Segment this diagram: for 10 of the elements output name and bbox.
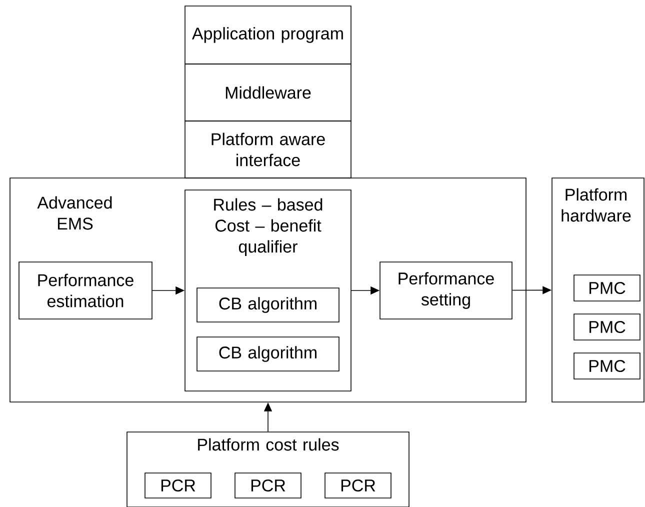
layer-box: Application program <box>184 6 352 64</box>
algorithm-box: CB algorithm <box>196 288 340 322</box>
algorithm-box: CB algorithm <box>196 336 340 372</box>
counter-box: PMC <box>574 352 640 380</box>
layer-box: Middleware <box>184 64 352 122</box>
counter-box: PMC <box>574 314 640 340</box>
layer-box: Platform aware interface <box>184 120 352 178</box>
process-box: Performance estimation <box>18 262 152 320</box>
process-box: Performance setting <box>380 262 512 320</box>
counter-box: PMC <box>574 274 640 302</box>
